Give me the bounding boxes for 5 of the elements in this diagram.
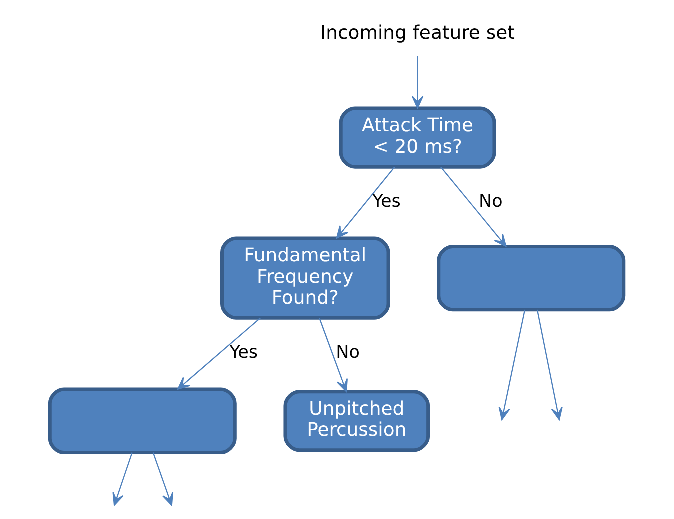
edge-label: Yes	[230, 342, 258, 362]
node-text: Incoming feature set	[320, 22, 515, 44]
edge-label: No	[479, 191, 503, 212]
edge-label: Yes	[372, 191, 401, 212]
edge-label: No	[336, 342, 360, 362]
